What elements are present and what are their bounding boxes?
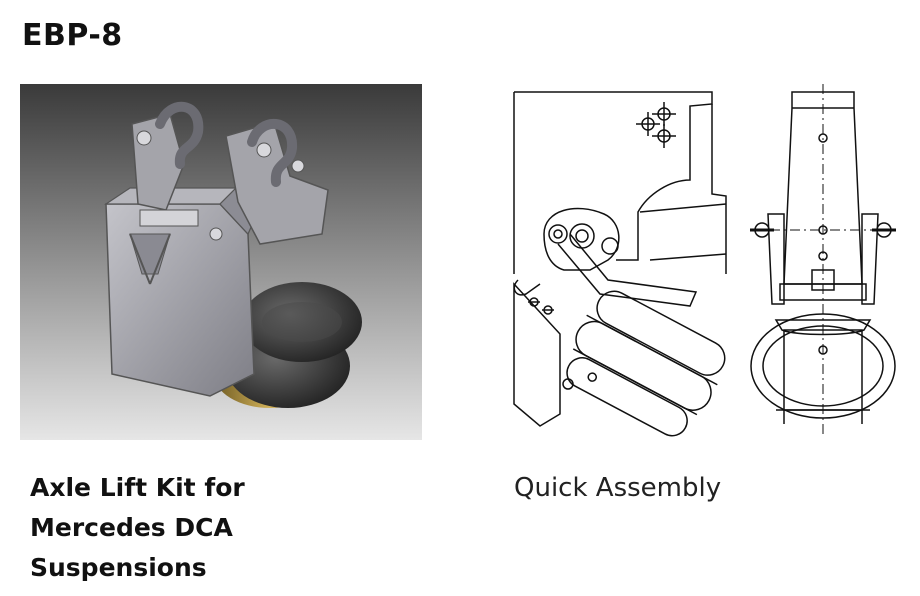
product-caption-line: Mercedes DCA xyxy=(30,513,233,542)
page-title: EBP-8 xyxy=(22,18,123,53)
product-render-image xyxy=(20,84,422,440)
product-caption: Axle Lift Kit for Mercedes DCA Suspensio… xyxy=(30,468,410,588)
assembly-caption: Quick Assembly xyxy=(514,473,722,503)
product-caption-line: Suspensions xyxy=(30,553,207,582)
product-caption-line: Axle Lift Kit for xyxy=(30,473,245,502)
assembly-line-drawing xyxy=(513,84,896,437)
